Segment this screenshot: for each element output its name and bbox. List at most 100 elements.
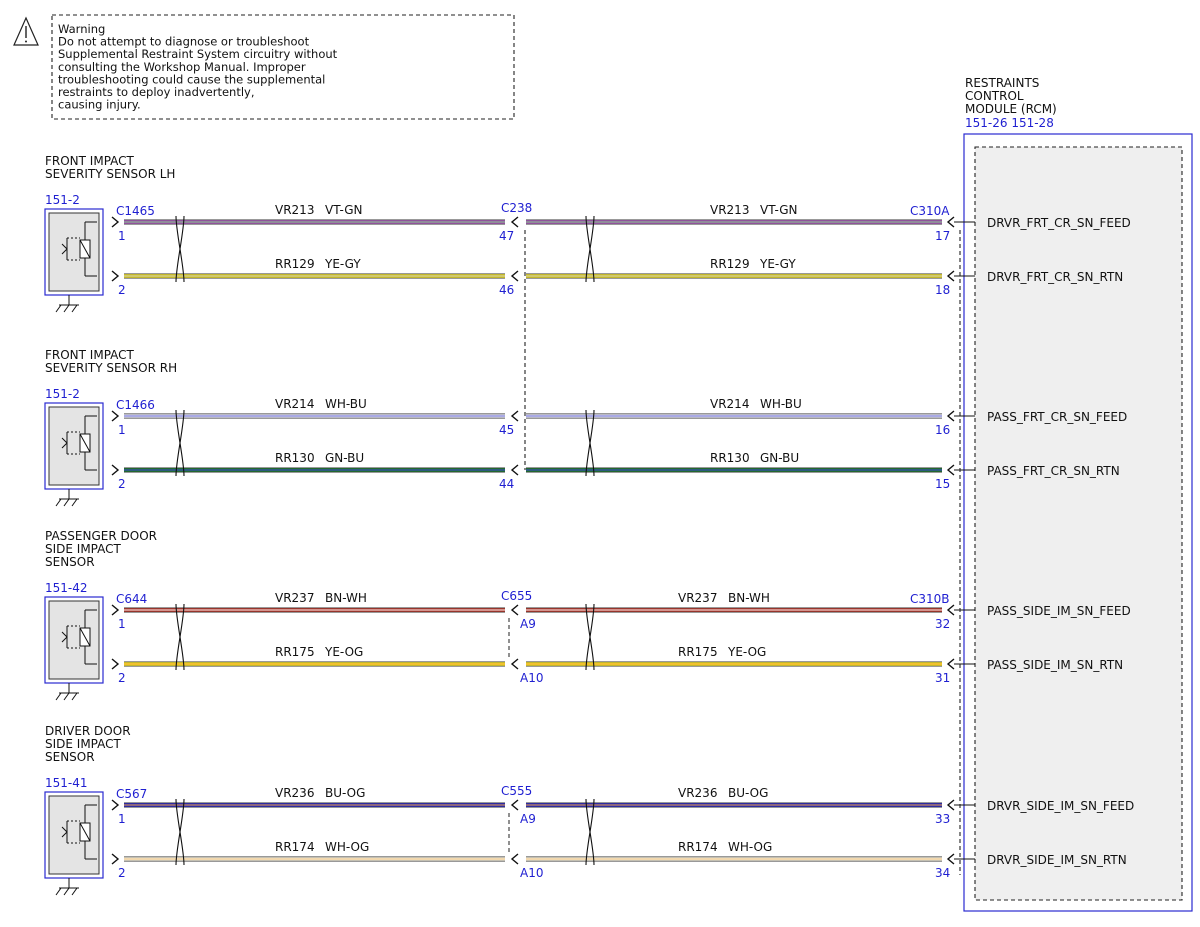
warning-line: Supplemental Restraint System circuitry …	[58, 47, 338, 61]
connector-arrow	[946, 270, 955, 282]
pin-number: 33	[935, 812, 950, 826]
circuit-id: VR236	[678, 786, 717, 800]
sensor-element-icon	[61, 804, 97, 860]
signal-name: PASS_SIDE_IM_SN_FEED	[987, 604, 1131, 618]
pin-number: A9	[520, 617, 536, 631]
connector-arrow	[510, 853, 519, 865]
sensor-connector-label: C1466	[116, 398, 155, 412]
pin-number: A10	[520, 671, 543, 685]
circuit-id: RR174	[678, 840, 718, 854]
sensor-body	[48, 600, 100, 680]
warning-line: Do not attempt to diagnose or troublesho…	[58, 35, 310, 49]
wire-color-code: VT-GN	[760, 203, 797, 217]
twisted-pair-mark	[585, 798, 595, 866]
sensor-title-line: SENSOR	[45, 750, 95, 764]
signal-name: PASS_SIDE_IM_SN_RTN	[987, 658, 1123, 672]
wire-color-code: VT-GN	[325, 203, 362, 217]
circuit-id: VR237	[678, 591, 717, 605]
circuit-id: VR213	[710, 203, 749, 217]
pin-number: 34	[935, 866, 950, 880]
wire-color-code: WH-BU	[760, 397, 802, 411]
circuit-id: VR214	[710, 397, 749, 411]
sensor-title-line: FRONT IMPACT	[45, 348, 135, 362]
pin-number: 32	[935, 617, 950, 631]
sensor-title-line: SEVERITY SENSOR LH	[45, 167, 175, 181]
wire-color-code: BU-OG	[325, 786, 365, 800]
sensor-title-line: SEVERITY SENSOR RH	[45, 361, 177, 375]
sensor-title-line: PASSENGER DOOR	[45, 529, 157, 543]
connector-arrow	[111, 464, 120, 476]
circuit-id: RR174	[275, 840, 315, 854]
rcm-refs: 151-26 151-28	[965, 116, 1054, 130]
signal-name: DRVR_FRT_CR_SN_FEED	[987, 216, 1131, 230]
pin-number: 2	[118, 866, 126, 880]
pin-number: 1	[118, 423, 126, 437]
ground-icon	[55, 683, 79, 701]
connector-arrow	[510, 270, 519, 282]
ground-icon	[55, 878, 79, 896]
warning-box	[51, 14, 515, 120]
ground-icon	[55, 489, 79, 507]
connector-arrow	[510, 799, 519, 811]
pin-number: 46	[499, 283, 514, 297]
connector-arrow	[510, 464, 519, 476]
connector-arrow	[946, 410, 955, 422]
sensor-connector-label: C1465	[116, 204, 155, 218]
pin-number: 2	[118, 283, 126, 297]
connector-arrow	[946, 658, 955, 670]
pin-number: 47	[499, 229, 514, 243]
connector-arrow	[111, 410, 120, 422]
pin-number: 1	[118, 617, 126, 631]
twisted-pair-mark	[175, 215, 185, 283]
connector-arrow	[510, 216, 519, 228]
rcm-title-line-2: CONTROL	[965, 89, 1024, 103]
sensor-title-line: FRONT IMPACT	[45, 154, 135, 168]
sensor-body	[48, 795, 100, 875]
sensor-ref: 151-41	[45, 776, 88, 790]
twisted-pair-mark	[175, 409, 185, 477]
connector-arrow	[111, 216, 120, 228]
signal-name: PASS_FRT_CR_SN_RTN	[987, 464, 1120, 478]
connector-arrow	[946, 604, 955, 616]
connector-arrow	[111, 658, 120, 670]
circuit-id: RR129	[710, 257, 750, 271]
pin-number: 15	[935, 477, 950, 491]
connector-arrow	[946, 464, 955, 476]
inline-connector-label: C555	[501, 784, 532, 798]
pin-number: 1	[118, 812, 126, 826]
wire-color-code: YE-OG	[727, 645, 766, 659]
wire-color-code: GN-BU	[325, 451, 364, 465]
wire-color-code: GN-BU	[760, 451, 799, 465]
warning-line: Warning	[58, 22, 105, 36]
signal-name: DRVR_SIDE_IM_SN_FEED	[987, 799, 1134, 813]
circuit-id: RR175	[678, 645, 718, 659]
pin-number: 45	[499, 423, 514, 437]
signal-name: PASS_FRT_CR_SN_FEED	[987, 410, 1127, 424]
warning-triangle-icon	[13, 16, 39, 46]
pin-number: 31	[935, 671, 950, 685]
sensor-connector-label: C644	[116, 592, 147, 606]
pin-number: 18	[935, 283, 950, 297]
circuit-id: RR129	[275, 257, 315, 271]
ground-icon	[55, 295, 79, 313]
twisted-pair-mark	[585, 603, 595, 671]
inline-connector-label: C655	[501, 589, 532, 603]
wire-color-code: BU-OG	[728, 786, 768, 800]
rcm-connector-label: C310A	[910, 204, 950, 218]
circuit-id: VR213	[275, 203, 314, 217]
signal-name: DRVR_FRT_CR_SN_RTN	[987, 270, 1123, 284]
connector-arrow	[111, 604, 120, 616]
pin-number: 1	[118, 229, 126, 243]
pin-number: A9	[520, 812, 536, 826]
twisted-pair-mark	[175, 798, 185, 866]
